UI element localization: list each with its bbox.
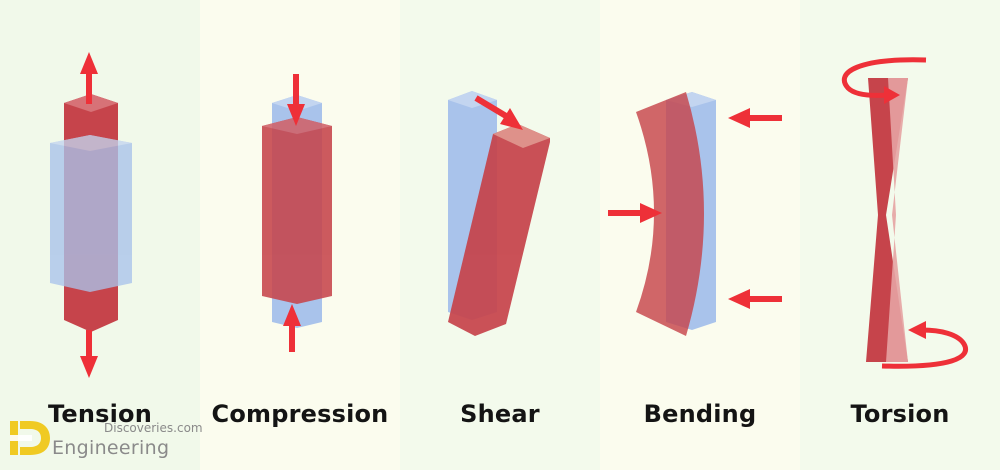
tension-original-bar: [50, 135, 132, 292]
logo-site-text: Discoveries.com: [104, 421, 203, 435]
panel-compression: Compression: [200, 0, 400, 470]
bending-arrow-top: [728, 108, 782, 128]
shear-illustration: [448, 91, 550, 336]
torsion-arrow-top: [841, 57, 927, 104]
shear-deformed-bar: [448, 124, 550, 336]
shear-arrow: [474, 95, 523, 130]
compression-arrow-top: [287, 74, 305, 126]
bending-illustration: [608, 92, 782, 336]
bending-deformed-bar: [636, 92, 704, 336]
panel-torsion: Torsion: [800, 0, 1000, 470]
compression-label: Compression: [211, 400, 389, 428]
torsion-illustration: [841, 57, 968, 369]
engineering-discoveries-logo: Discoveries.com Engineering: [6, 415, 226, 465]
bending-arrow-middle: [608, 203, 662, 223]
torsion-label: Torsion: [850, 400, 950, 428]
tension-label: Tension: [47, 400, 153, 428]
compression-illustration: [262, 74, 332, 352]
bending-label: Bending: [643, 400, 757, 428]
panel-tension: Tension: [0, 0, 200, 470]
tension-illustration: [50, 52, 132, 378]
torsion-arrow-bottom: [881, 321, 968, 369]
panel-shear: Shear: [400, 0, 600, 470]
logo-emblem-icon: [10, 421, 50, 455]
tension-arrow-up: [80, 52, 98, 104]
tension-arrow-down: [80, 330, 98, 378]
torsion-bar: [866, 78, 908, 362]
compression-deformed-bar: [262, 117, 332, 304]
logo-brand-text: Engineering: [52, 437, 170, 459]
panel-bending: Bending: [600, 0, 800, 470]
bending-arrow-bottom: [728, 289, 782, 309]
compression-arrow-bottom: [283, 304, 301, 352]
shear-label: Shear: [460, 400, 540, 428]
